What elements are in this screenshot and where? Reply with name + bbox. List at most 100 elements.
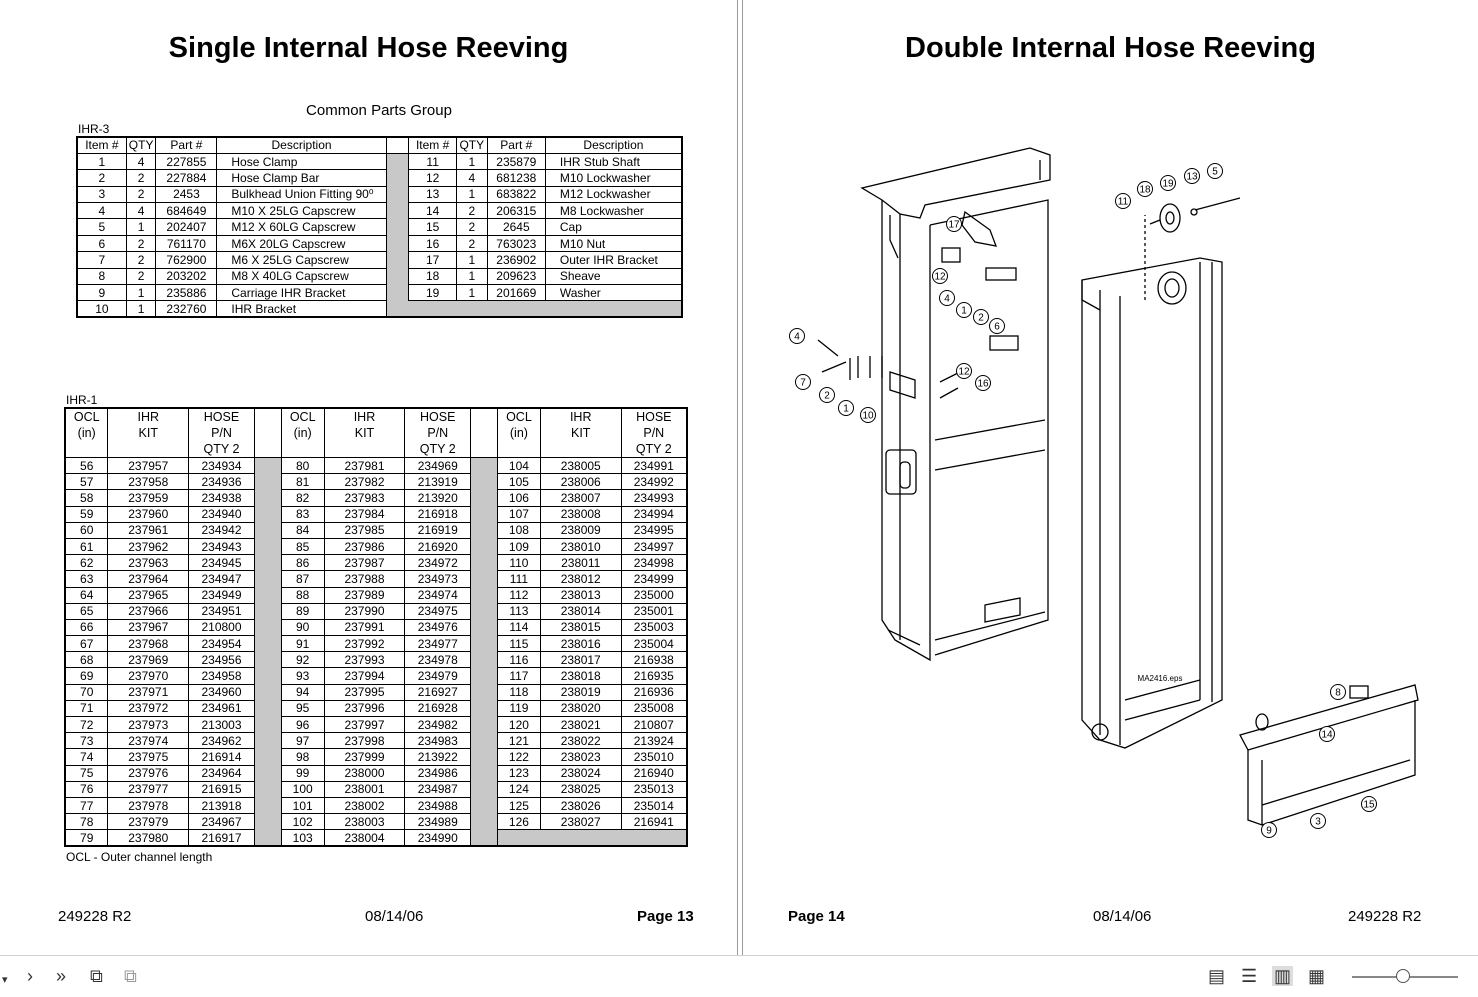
table-cell: 2645 [486, 218, 546, 236]
table-cell: 2 [76, 169, 127, 187]
header-line: OCL [289, 410, 316, 424]
table-cell: 237957 [107, 456, 190, 475]
table-cell: 234972 [404, 554, 472, 572]
column-header: OCL(in) [64, 407, 109, 458]
table-cell: 238027 [539, 813, 622, 831]
table-cell: 95 [280, 699, 325, 718]
table-cell: 216941 [620, 813, 688, 831]
callout-3: 3 [1310, 813, 1326, 829]
column-header: Item # [76, 136, 127, 154]
gray-fill [386, 300, 682, 318]
table-cell: 237978 [107, 796, 190, 815]
table-cell: 2 [125, 234, 157, 253]
gray-separator [385, 284, 410, 301]
table-cell: 237959 [107, 489, 190, 507]
header-line: P/N [643, 426, 665, 440]
table-cell: 8 [76, 267, 127, 286]
table-cell: 87 [280, 570, 325, 588]
header-line: OCL [506, 410, 532, 424]
table-cell: 234976 [404, 618, 472, 637]
gray-separator [253, 407, 282, 458]
table-cell: 227855 [155, 152, 218, 171]
table-cell: 93 [280, 667, 325, 685]
callout-9: 9 [1261, 822, 1277, 838]
table-cell: 237987 [323, 554, 406, 572]
table-cell: 67 [64, 635, 109, 653]
table-cell: 234949 [188, 586, 255, 604]
table-cell: 762900 [155, 251, 218, 269]
column-header: Item # [408, 136, 457, 154]
gray-separator [253, 506, 282, 523]
table-cell: 234947 [188, 570, 255, 588]
table-cell: Hose Clamp Bar [216, 169, 387, 187]
table-cell: 96 [280, 715, 325, 734]
last-page-icon[interactable]: » [56, 966, 67, 986]
table-cell: 237998 [323, 732, 406, 750]
table-cell: 234997 [620, 537, 688, 556]
gray-separator [470, 538, 498, 555]
callout-17: 17 [946, 216, 962, 232]
continuous-view-icon[interactable]: ☰ [1241, 966, 1258, 986]
table-cell: 234987 [404, 780, 472, 798]
table-cell: 12 [408, 169, 457, 187]
two-page-view-icon[interactable]: ▥ [1272, 966, 1294, 986]
gray-separator [385, 153, 410, 170]
table-cell: 90 [280, 618, 325, 637]
header-line: IHR [137, 410, 159, 424]
table-cell: 113 [496, 602, 541, 620]
table-cell: 105 [496, 473, 541, 491]
gray-separator [470, 407, 498, 458]
table-cell: 70 [64, 683, 109, 701]
page-divider [737, 0, 743, 955]
table-cell: 106 [496, 489, 541, 507]
copy-page-icon[interactable]: ⧉ [90, 966, 103, 986]
table-cell: 234989 [404, 813, 472, 831]
table-cell: 238016 [539, 635, 622, 653]
next-page-icon[interactable]: › [27, 966, 33, 986]
table-cell: 238006 [539, 473, 622, 491]
table-cell: 234951 [188, 602, 255, 620]
callout-1: 1 [838, 400, 854, 416]
dropdown-arrow-icon[interactable]: ▾ [2, 974, 8, 986]
gray-separator [385, 169, 410, 187]
callout-11: 11 [1115, 193, 1131, 209]
table-cell: 238018 [539, 667, 622, 685]
gray-separator [470, 489, 498, 507]
table-cell: 237967 [107, 618, 190, 637]
callout-label: 12 [934, 272, 946, 283]
gray-separator [253, 651, 282, 668]
table-cell: 2 [125, 185, 157, 204]
two-page-continuous-view-icon[interactable]: ▦ [1308, 966, 1326, 986]
table-cell: 216915 [188, 780, 255, 798]
column-header: QTY [455, 136, 488, 154]
table-cell: 234940 [188, 505, 255, 523]
copy-page-disabled-icon[interactable]: ⧉ [124, 966, 137, 986]
table-cell: 112 [496, 586, 541, 604]
table-cell: 237979 [107, 813, 190, 831]
zoom-slider-handle[interactable] [1396, 969, 1410, 983]
callout-5: 5 [1207, 163, 1223, 179]
table-cell: 237990 [323, 602, 406, 620]
single-page-view-icon[interactable]: ▤ [1208, 966, 1226, 986]
table-cell: Outer IHR Bracket [544, 251, 683, 269]
table-cell: 237997 [323, 715, 406, 734]
table-cell: 2 [455, 234, 488, 253]
table-cell: 238026 [539, 796, 622, 815]
header-line: P/N [211, 426, 232, 440]
table-cell: 237972 [107, 699, 190, 718]
table-cell: 101 [280, 796, 325, 815]
right-page: Double Internal Hose Reeving [743, 0, 1478, 955]
